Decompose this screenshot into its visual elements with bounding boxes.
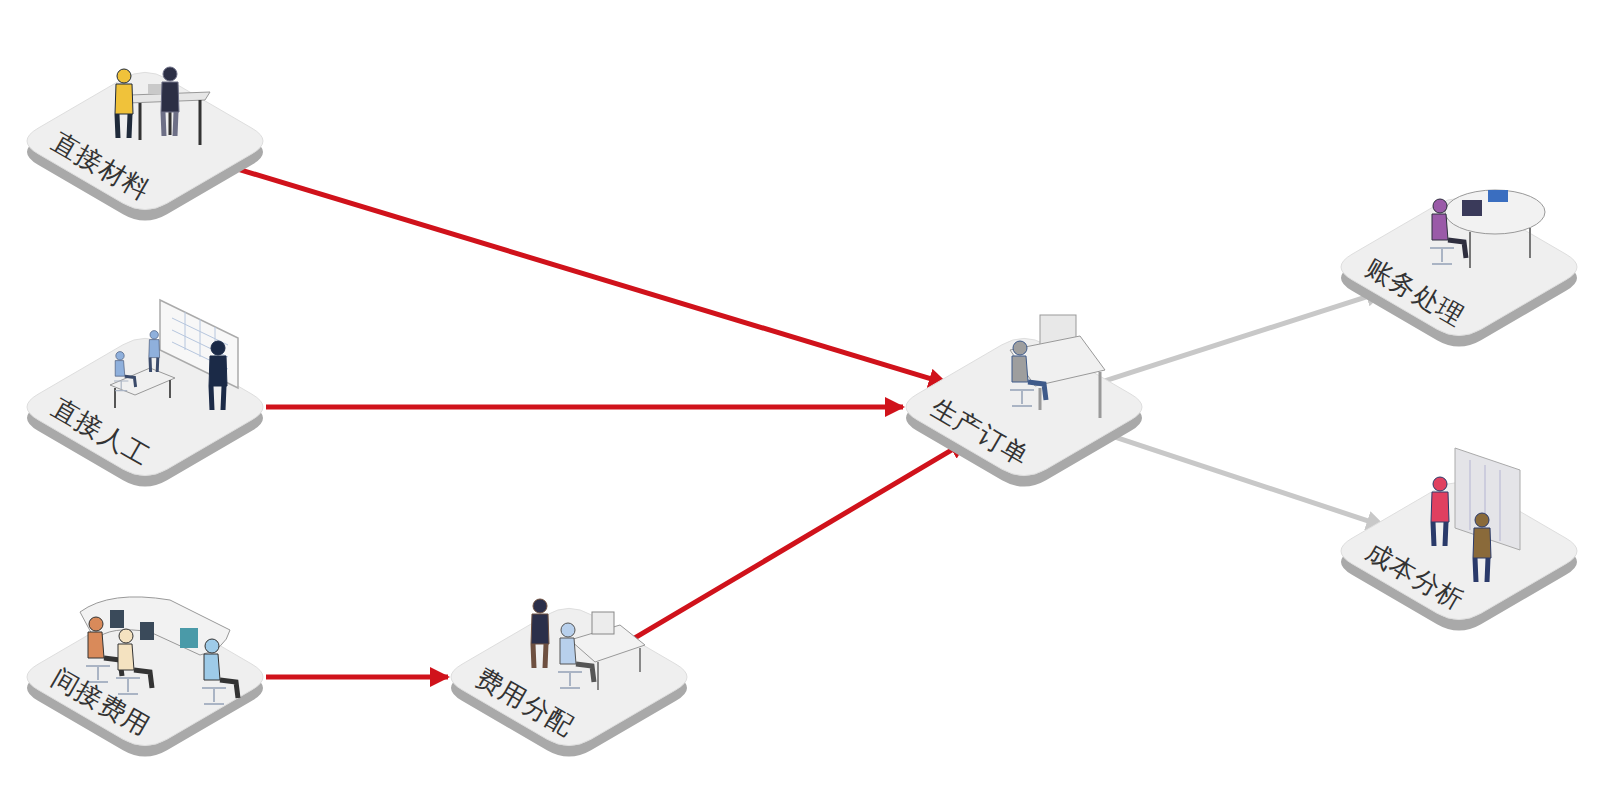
person xyxy=(1430,199,1466,264)
person xyxy=(1010,341,1046,406)
desk xyxy=(570,612,645,690)
person xyxy=(558,623,594,688)
flow-arrow xyxy=(1099,432,1385,527)
iso-tile: 直接材料 xyxy=(16,66,274,216)
flow-arrow xyxy=(266,405,903,410)
person xyxy=(115,69,133,138)
person xyxy=(114,352,136,391)
person xyxy=(209,341,227,410)
flow-arrow xyxy=(266,675,448,680)
person xyxy=(116,629,152,694)
round-table xyxy=(1445,190,1545,268)
flow-arrow xyxy=(626,441,967,643)
person xyxy=(1473,513,1491,582)
person xyxy=(1431,477,1449,546)
person xyxy=(161,67,179,136)
person xyxy=(531,599,549,668)
flow-arrow xyxy=(222,164,947,383)
person xyxy=(86,617,122,682)
person xyxy=(149,331,160,372)
person xyxy=(202,639,238,704)
flow-arrow xyxy=(1099,291,1383,382)
workstation xyxy=(1010,315,1105,418)
